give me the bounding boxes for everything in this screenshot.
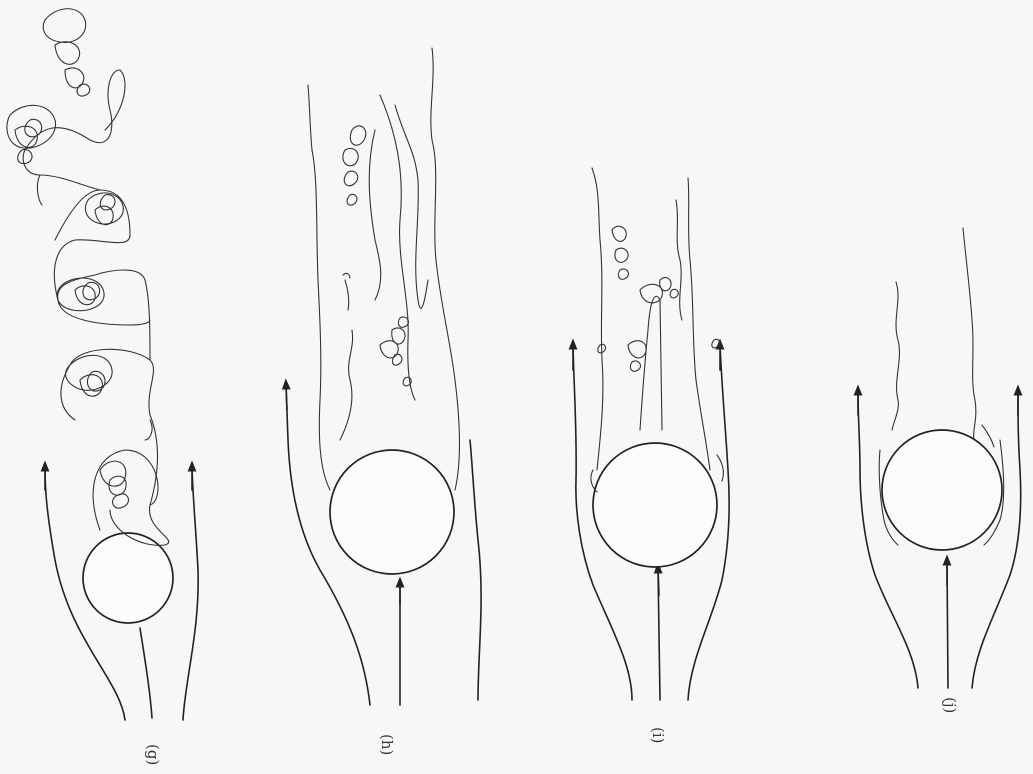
panel-h: (h) [286, 48, 481, 755]
cylinder [330, 450, 454, 574]
vortex-blob [43, 9, 90, 96]
cylinder [593, 443, 717, 567]
panel-h-label: (h) [378, 734, 396, 755]
vortex-street-wake [7, 9, 169, 546]
flow-arrow [658, 568, 659, 595]
streamline [470, 440, 481, 700]
streamline [183, 468, 198, 720]
streamline [140, 628, 152, 718]
vortex-blob [100, 461, 128, 508]
streamline [972, 392, 1021, 688]
cylinder [83, 533, 173, 623]
turbulent-wake [308, 48, 460, 490]
panel-i: (i) [573, 168, 729, 744]
vortex-blob [85, 193, 123, 225]
flow-arrow [286, 384, 287, 410]
vortex-blob [57, 278, 104, 311]
panel-i-label: (i) [649, 727, 667, 744]
panel-g: (g) [7, 9, 198, 766]
panel-j-label: (j) [941, 697, 959, 713]
panel-g-label: (g) [144, 744, 162, 765]
panel-j: (j) [858, 228, 1021, 713]
cylinder [882, 430, 1002, 550]
vortex-blob [7, 105, 56, 163]
